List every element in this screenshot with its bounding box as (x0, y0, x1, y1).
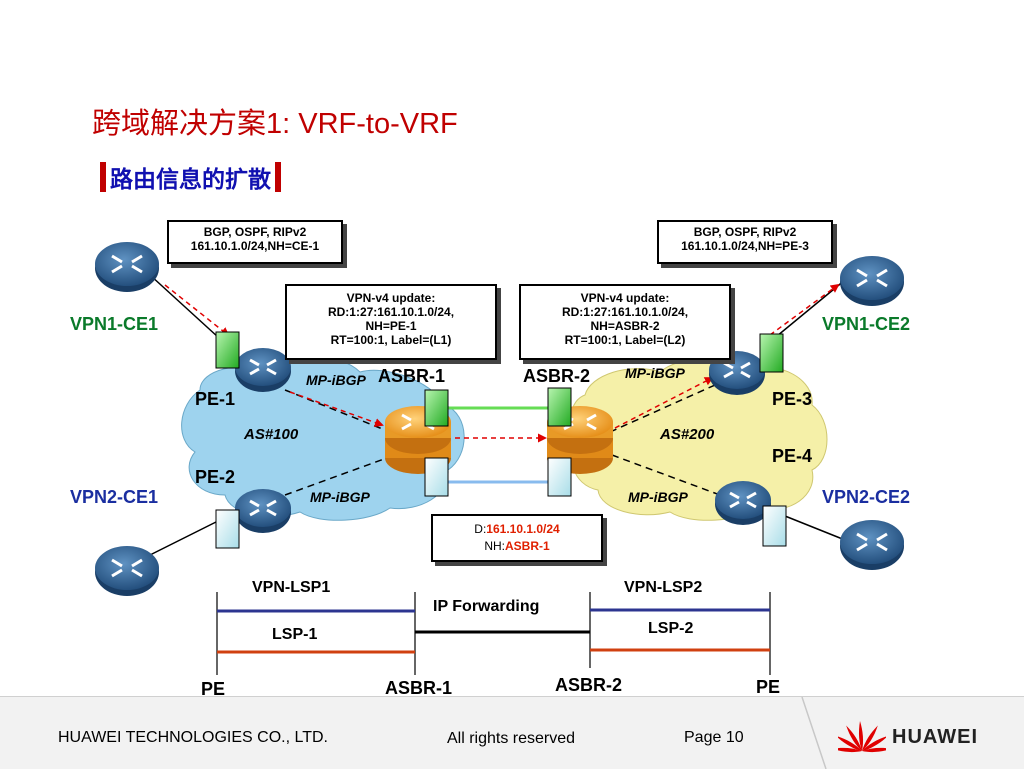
label-vpn-lsp2: VPN-LSP2 (624, 579, 703, 596)
vrf-asbr1-green-icon (424, 389, 449, 427)
label-mpibgp-left-top: MP-iBGP (306, 372, 366, 388)
ce1-update-line-1: BGP, OSPF, RIPv2 (203, 225, 307, 239)
ip-update-nexthop: NH:ASBR-1 (437, 538, 597, 555)
subtitle-right-bar (275, 162, 281, 192)
footer: HUAWEI TECHNOLOGIES CO., LTD. All rights… (0, 696, 1024, 769)
router-asbr2-icon (547, 406, 613, 474)
vpnv4-right-box: VPN-v4 update: RD:1:27:161.10.1.0/24, NH… (519, 284, 731, 360)
arrow-pe1-to-asbr1 (289, 391, 384, 427)
arrow-ce1-to-pe1 (164, 284, 230, 337)
ip-update-nh-value: ASBR-1 (505, 539, 550, 553)
vpnv4-left-box: VPN-v4 update: RD:1:27:161.10.1.0/24, NH… (285, 284, 497, 360)
label-ip-forwarding: IP Forwarding (433, 598, 540, 615)
label-mpibgp-right-top: MP-iBGP (625, 365, 685, 381)
label-lsp-asbr1: ASBR-1 (385, 678, 453, 698)
ip-update-dest: D:161.10.1.0/24 (437, 521, 597, 538)
huawei-logo-text: HUAWEI (892, 726, 978, 748)
label-as100: AS#100 (244, 426, 299, 443)
ip-update-dest-value: 161.10.1.0/24 (486, 522, 560, 536)
label-asbr1: ASBR-1 (378, 366, 446, 386)
router-vpn1-ce1-icon (95, 242, 159, 292)
label-pe2: PE-2 (195, 467, 236, 487)
label-lsp1: LSP-1 (272, 626, 318, 643)
subtitle-left-bar (100, 162, 106, 192)
ce3-update-line-2: 161.10.1.0/24,NH=PE-3 (681, 239, 809, 253)
vpnv4-right-line-3: NH=ASBR-2 (590, 319, 660, 333)
router-pe3-icon (709, 351, 765, 395)
label-lsp-pe-right: PE (756, 677, 781, 697)
ce3-update-box: BGP, OSPF, RIPv2 161.10.1.0/24,NH=PE-3 (657, 220, 833, 264)
label-lsp-asbr2: ASBR-2 (555, 675, 623, 695)
router-vpn1-ce2-icon (840, 256, 904, 306)
page-title: 跨域解决方案1: VRF-to-VRF (92, 108, 458, 140)
ip-update-dest-label: D: (474, 522, 487, 536)
vrf-pe4-blue-icon (762, 505, 787, 547)
vpnv4-left-line-3: NH=PE-1 (365, 319, 417, 333)
router-vpn2-ce2-icon (840, 520, 904, 570)
router-vpn2-ce1-icon (95, 546, 159, 596)
label-vpn2-ce2: VPN2-CE2 (822, 487, 911, 507)
vrf-pe1-green-icon (215, 331, 240, 369)
footer-company: HUAWEI TECHNOLOGIES CO., LTD. (58, 729, 328, 746)
ce3-update-line-1: BGP, OSPF, RIPv2 (693, 225, 797, 239)
vrf-asbr1-blue-icon (424, 457, 449, 497)
huawei-logo-icon (838, 721, 886, 753)
ip-update-box: D:161.10.1.0/24 NH:ASBR-1 (431, 514, 603, 562)
vpnv4-left-line-1: VPN-v4 update: (346, 291, 436, 305)
mpibgp-pe2-asbr1 (284, 454, 396, 496)
vrf-pe2-blue-icon (215, 509, 240, 549)
router-pe1-icon (235, 348, 291, 392)
label-vpn1-ce1: VPN1-CE1 (70, 314, 159, 334)
router-pe2-icon (235, 489, 291, 533)
vpnv4-right-line-4: RT=100:1, Label=(L2) (564, 333, 686, 347)
footer-page: Page 10 (684, 729, 744, 746)
label-mpibgp-right-bottom: MP-iBGP (628, 489, 688, 505)
vpnv4-left-line-4: RT=100:1, Label=(L1) (330, 333, 452, 347)
ip-update-nh-label: NH: (484, 539, 505, 553)
ce1-update-box: BGP, OSPF, RIPv2 161.10.1.0/24,NH=CE-1 (167, 220, 343, 264)
label-pe1: PE-1 (195, 389, 236, 409)
label-vpn1-ce2: VPN1-CE2 (822, 314, 911, 334)
vpnv4-left-line-2: RD:1:27:161.10.1.0/24, (327, 305, 455, 319)
label-pe3: PE-3 (772, 389, 813, 409)
label-lsp2: LSP-2 (648, 620, 694, 637)
vpnv4-right-line-1: VPN-v4 update: (580, 291, 670, 305)
vpnv4-right-line-2: RD:1:27:161.10.1.0/24, (561, 305, 689, 319)
vrf-asbr2-green-icon (547, 387, 572, 427)
footer-rights: All rights reserved (447, 730, 576, 747)
label-lsp-pe-left: PE (201, 679, 226, 699)
footer-divider (801, 697, 827, 769)
router-pe4-icon (715, 481, 771, 525)
vrf-pe3-green-icon (759, 333, 784, 373)
ce1-update-line-2: 161.10.1.0/24,NH=CE-1 (190, 239, 320, 253)
label-asbr2: ASBR-2 (523, 366, 591, 386)
label-as200: AS#200 (660, 426, 715, 443)
label-mpibgp-left-bottom: MP-iBGP (310, 489, 370, 505)
arrow-asbr2-to-pe3 (614, 377, 714, 429)
label-vpn2-ce1: VPN2-CE1 (70, 487, 159, 507)
vrf-asbr2-blue-icon (547, 457, 572, 497)
label-pe4: PE-4 (772, 446, 813, 466)
subtitle-text: 路由信息的扩散 (110, 166, 271, 192)
label-vpn-lsp1: VPN-LSP1 (252, 579, 331, 596)
page-subtitle: 路由信息的扩散 (96, 160, 285, 194)
